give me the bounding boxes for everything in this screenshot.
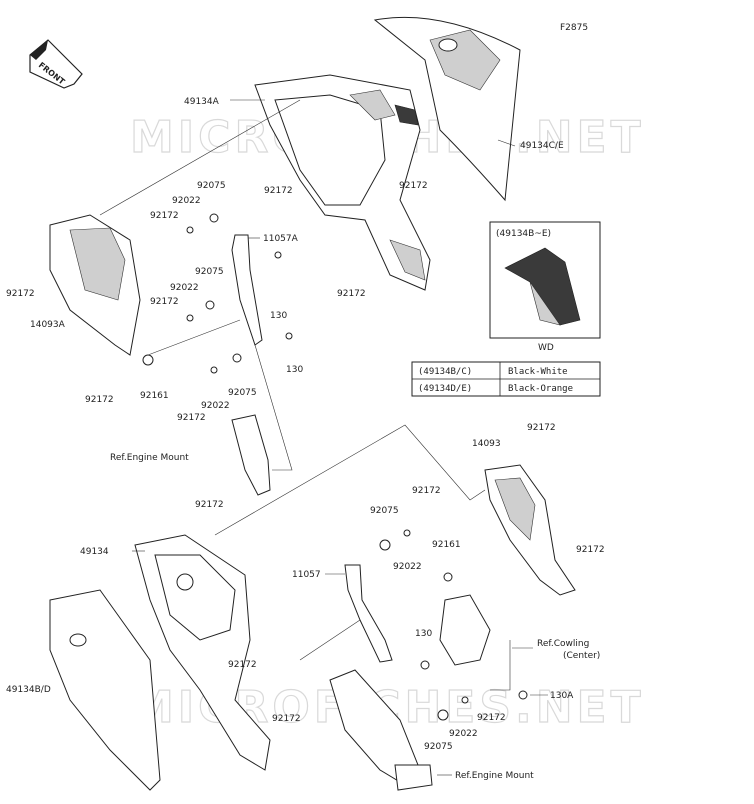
cowling-center-ref [439, 594, 491, 666]
label-92022-d: 92022 [393, 562, 422, 572]
engine-mount-lower [329, 669, 433, 791]
label-49134BD: 49134B/D [6, 685, 51, 695]
color-table: (49134B/C) Black-White (49134D/E) Black-… [411, 361, 601, 397]
label-49134CE: 49134C/E [520, 141, 564, 151]
label-92161-a: 92161 [140, 391, 169, 401]
color-table-color-1: Black-White [508, 367, 568, 377]
label-92022-a: 92022 [172, 196, 201, 206]
label-92172-i: 92172 [527, 423, 556, 433]
label-ref-cowling-center: (Center) [563, 651, 600, 661]
inset-box: (49134B~E) WD [489, 221, 601, 353]
inner-panel-14093 [484, 464, 576, 596]
label-92172-n: 92172 [272, 714, 301, 724]
label-92172-k: 92172 [412, 486, 441, 496]
label-130-a: 130 [270, 311, 287, 321]
label-92172-h: 92172 [177, 413, 206, 423]
side-cowl-lower [49, 589, 161, 791]
label-130-b: 130 [286, 365, 303, 375]
inner-panel-14093A [49, 214, 141, 356]
label-92022-b: 92022 [170, 283, 199, 293]
label-92172-g: 92172 [85, 395, 114, 405]
front-arrow-icon: FRONT [29, 39, 83, 89]
label-92172-d: 92172 [6, 289, 35, 299]
label-92075-b: 92075 [195, 267, 224, 277]
label-92075-e: 92075 [424, 742, 453, 752]
label-ref-cowling: Ref.Cowling [537, 639, 589, 649]
color-table-code-1: (49134B/C) [418, 367, 472, 377]
label-92172-a: 92172 [399, 181, 428, 191]
label-ref-engine-mount-a: Ref.Engine Mount [110, 453, 189, 463]
label-92022-e: 92022 [449, 729, 478, 739]
label-92172-m: 92172 [228, 660, 257, 670]
label-11057A: 11057A [263, 234, 299, 244]
leader-lines [99, 99, 548, 776]
label-92172-f: 92172 [150, 297, 179, 307]
label-130-c: 130 [415, 629, 432, 639]
fasteners [142, 213, 528, 721]
label-92075-d: 92075 [370, 506, 399, 516]
inset-title: (49134B~E) [496, 229, 551, 239]
inner-cowl-upper [254, 74, 431, 291]
bracket-11057A [231, 234, 263, 346]
label-49134: 49134 [80, 547, 109, 557]
engine-mount-upper [231, 414, 271, 496]
label-14093: 14093 [472, 439, 501, 449]
label-49134A: 49134A [184, 97, 220, 107]
label-92172-c: 92172 [150, 211, 179, 221]
color-table-code-2: (49134D/E) [418, 384, 472, 394]
inset-caption: WD [538, 343, 554, 353]
label-92172-o: 92172 [477, 713, 506, 723]
label-92075-a: 92075 [197, 181, 226, 191]
side-cowl-upper-right [373, 16, 521, 202]
bracket-11057 [344, 564, 393, 663]
color-table-color-2: Black-Orange [508, 384, 573, 394]
label-92172-l: 92172 [576, 545, 605, 555]
label-130A: 130A [550, 691, 574, 701]
label-ref-engine-mount-b: Ref.Engine Mount [455, 771, 534, 781]
label-11057: 11057 [292, 570, 321, 580]
label-92172-b: 92172 [264, 186, 293, 196]
inner-cowl-lower [134, 534, 271, 771]
figure-code: F2875 [560, 23, 588, 33]
label-92172-e: 92172 [337, 289, 366, 299]
label-92075-c: 92075 [228, 388, 257, 398]
label-92022-c: 92022 [201, 401, 230, 411]
label-14093A: 14093A [30, 320, 66, 330]
label-92172-j: 92172 [195, 500, 224, 510]
label-92161-b: 92161 [432, 540, 461, 550]
